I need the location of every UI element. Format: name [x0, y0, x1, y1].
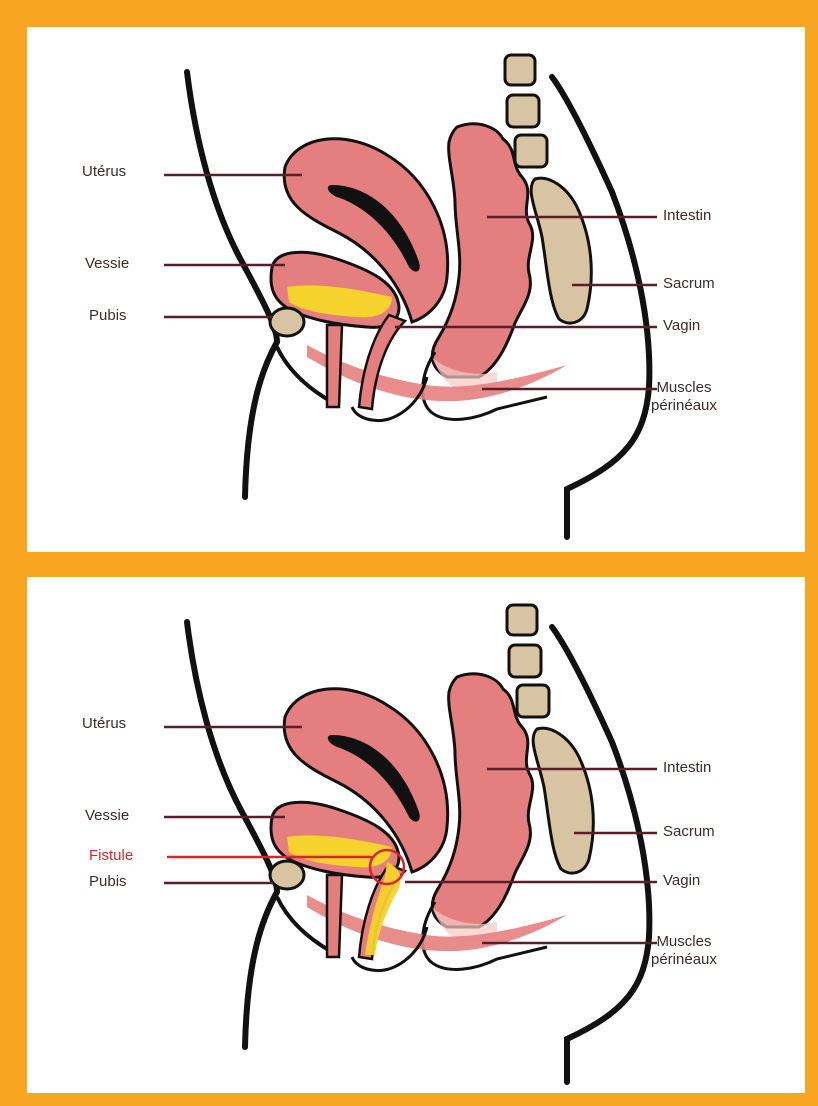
label-intestine: Intestin: [663, 759, 711, 777]
label-pubis: Pubis: [89, 307, 127, 325]
fistula-anatomy-panel: Utérus Vessie Fistule Pubis Intestin Sac…: [27, 577, 805, 1093]
pubis-bone: [270, 861, 304, 889]
label-fistula: Fistule: [89, 847, 133, 865]
sacrum-bone: [533, 728, 593, 873]
vertebra-3: [515, 135, 547, 167]
vertebra-3: [517, 685, 549, 717]
vertebra-2: [507, 95, 539, 127]
label-perineal-muscles-line1: Muscles: [651, 933, 717, 951]
label-uterus: Utérus: [82, 163, 126, 181]
label-pubis: Pubis: [89, 873, 127, 891]
label-sacrum: Sacrum: [663, 823, 715, 841]
label-perineal-muscles: Muscles périnéaux: [651, 379, 717, 415]
label-perineal-muscles-line2: périnéaux: [651, 951, 717, 969]
label-vagina: Vagin: [663, 872, 700, 890]
label-vagina: Vagin: [663, 317, 700, 335]
label-bladder: Vessie: [85, 255, 129, 273]
vertebra-1: [505, 55, 535, 85]
label-sacrum: Sacrum: [663, 275, 715, 293]
urethra-shape: [327, 875, 342, 957]
vertebra-1: [507, 605, 537, 635]
label-perineal-muscles: Muscles périnéaux: [651, 933, 717, 969]
normal-anatomy-panel: Utérus Vessie Pubis Intestin Sacrum Vagi…: [27, 27, 805, 552]
label-intestine: Intestin: [663, 207, 711, 225]
label-uterus: Utérus: [82, 715, 126, 733]
urethra-shape: [327, 325, 342, 407]
sacrum-bone: [531, 178, 591, 323]
label-perineal-muscles-line2: périnéaux: [651, 397, 717, 415]
body-front-contour: [187, 622, 277, 1047]
label-perineal-muscles-line1: Muscles: [651, 379, 717, 397]
body-front-contour: [187, 72, 277, 497]
vertebra-2: [509, 645, 541, 677]
label-bladder: Vessie: [85, 807, 129, 825]
pubis-bone: [270, 308, 304, 336]
